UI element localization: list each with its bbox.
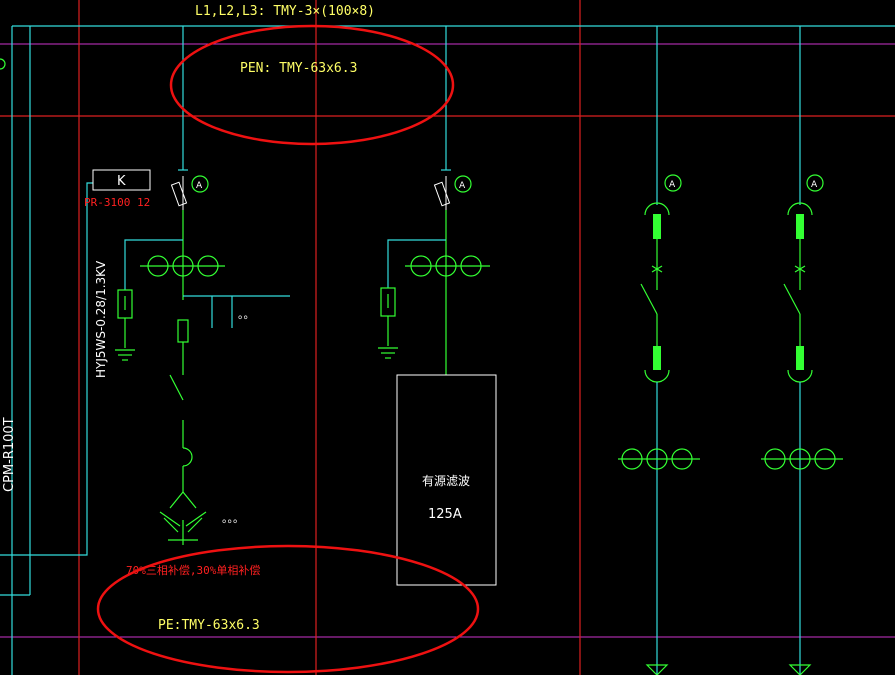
highlight-ellipse-pe bbox=[96, 544, 480, 674]
magenta-grid-lines bbox=[0, 43, 895, 638]
surge-arrester-icon bbox=[115, 289, 135, 361]
current-transformer-icon bbox=[140, 255, 225, 277]
ammeter-icon: A bbox=[664, 174, 682, 192]
fuse-switch-icon bbox=[433, 176, 451, 210]
filter-rating: 125A bbox=[428, 507, 462, 522]
relay-box: K bbox=[92, 169, 151, 191]
bus-lines bbox=[0, 25, 895, 675]
side-panel: CPM-R100T bbox=[0, 58, 93, 556]
svg-text:A: A bbox=[459, 181, 466, 191]
current-transformer-icon bbox=[761, 448, 843, 470]
feeder-filter: A 有源滤波 125A bbox=[378, 26, 497, 586]
ammeter-icon: A bbox=[454, 175, 472, 193]
relay-model: PR-3100 12 bbox=[84, 196, 150, 209]
svg-text:K: K bbox=[117, 174, 126, 189]
svg-text:A: A bbox=[196, 181, 203, 191]
ammeter-icon: A bbox=[806, 174, 824, 192]
surge-arrester-icon bbox=[378, 287, 398, 359]
feeder-3: A bbox=[618, 26, 700, 675]
more-dots: 。。。 bbox=[222, 512, 244, 525]
capacitor-bank-icon bbox=[159, 491, 207, 545]
bus-label: L1,L2,L3: TMY-3×(100×8) bbox=[195, 4, 375, 19]
current-transformer-icon bbox=[618, 448, 700, 470]
filter-title: 有源滤波 bbox=[422, 474, 470, 488]
capacitor-note: 70%三相补偿,30%单相补偿 bbox=[126, 563, 260, 577]
ammeter-icon: A bbox=[191, 175, 209, 193]
svg-text:A: A bbox=[811, 180, 818, 190]
pe-label: PE:TMY-63x6.3 bbox=[158, 618, 260, 633]
current-transformer-icon bbox=[405, 255, 490, 277]
more-dots-short: 。。 bbox=[238, 308, 255, 321]
cable-label: HYJ5WS-0.28/1.3KV bbox=[94, 260, 108, 378]
highlight-ellipse-pen bbox=[169, 24, 455, 146]
svg-text:A: A bbox=[669, 180, 676, 190]
active-filter-box: 有源滤波 125A bbox=[396, 374, 497, 586]
fuse-switch-icon bbox=[170, 176, 188, 210]
side-panel-label: CPM-R100T bbox=[2, 417, 17, 492]
pen-label: PEN: TMY-63x6.3 bbox=[240, 61, 357, 76]
feeder-capacitor: A 。。 bbox=[115, 26, 290, 545]
feeder-4: A bbox=[761, 26, 843, 675]
